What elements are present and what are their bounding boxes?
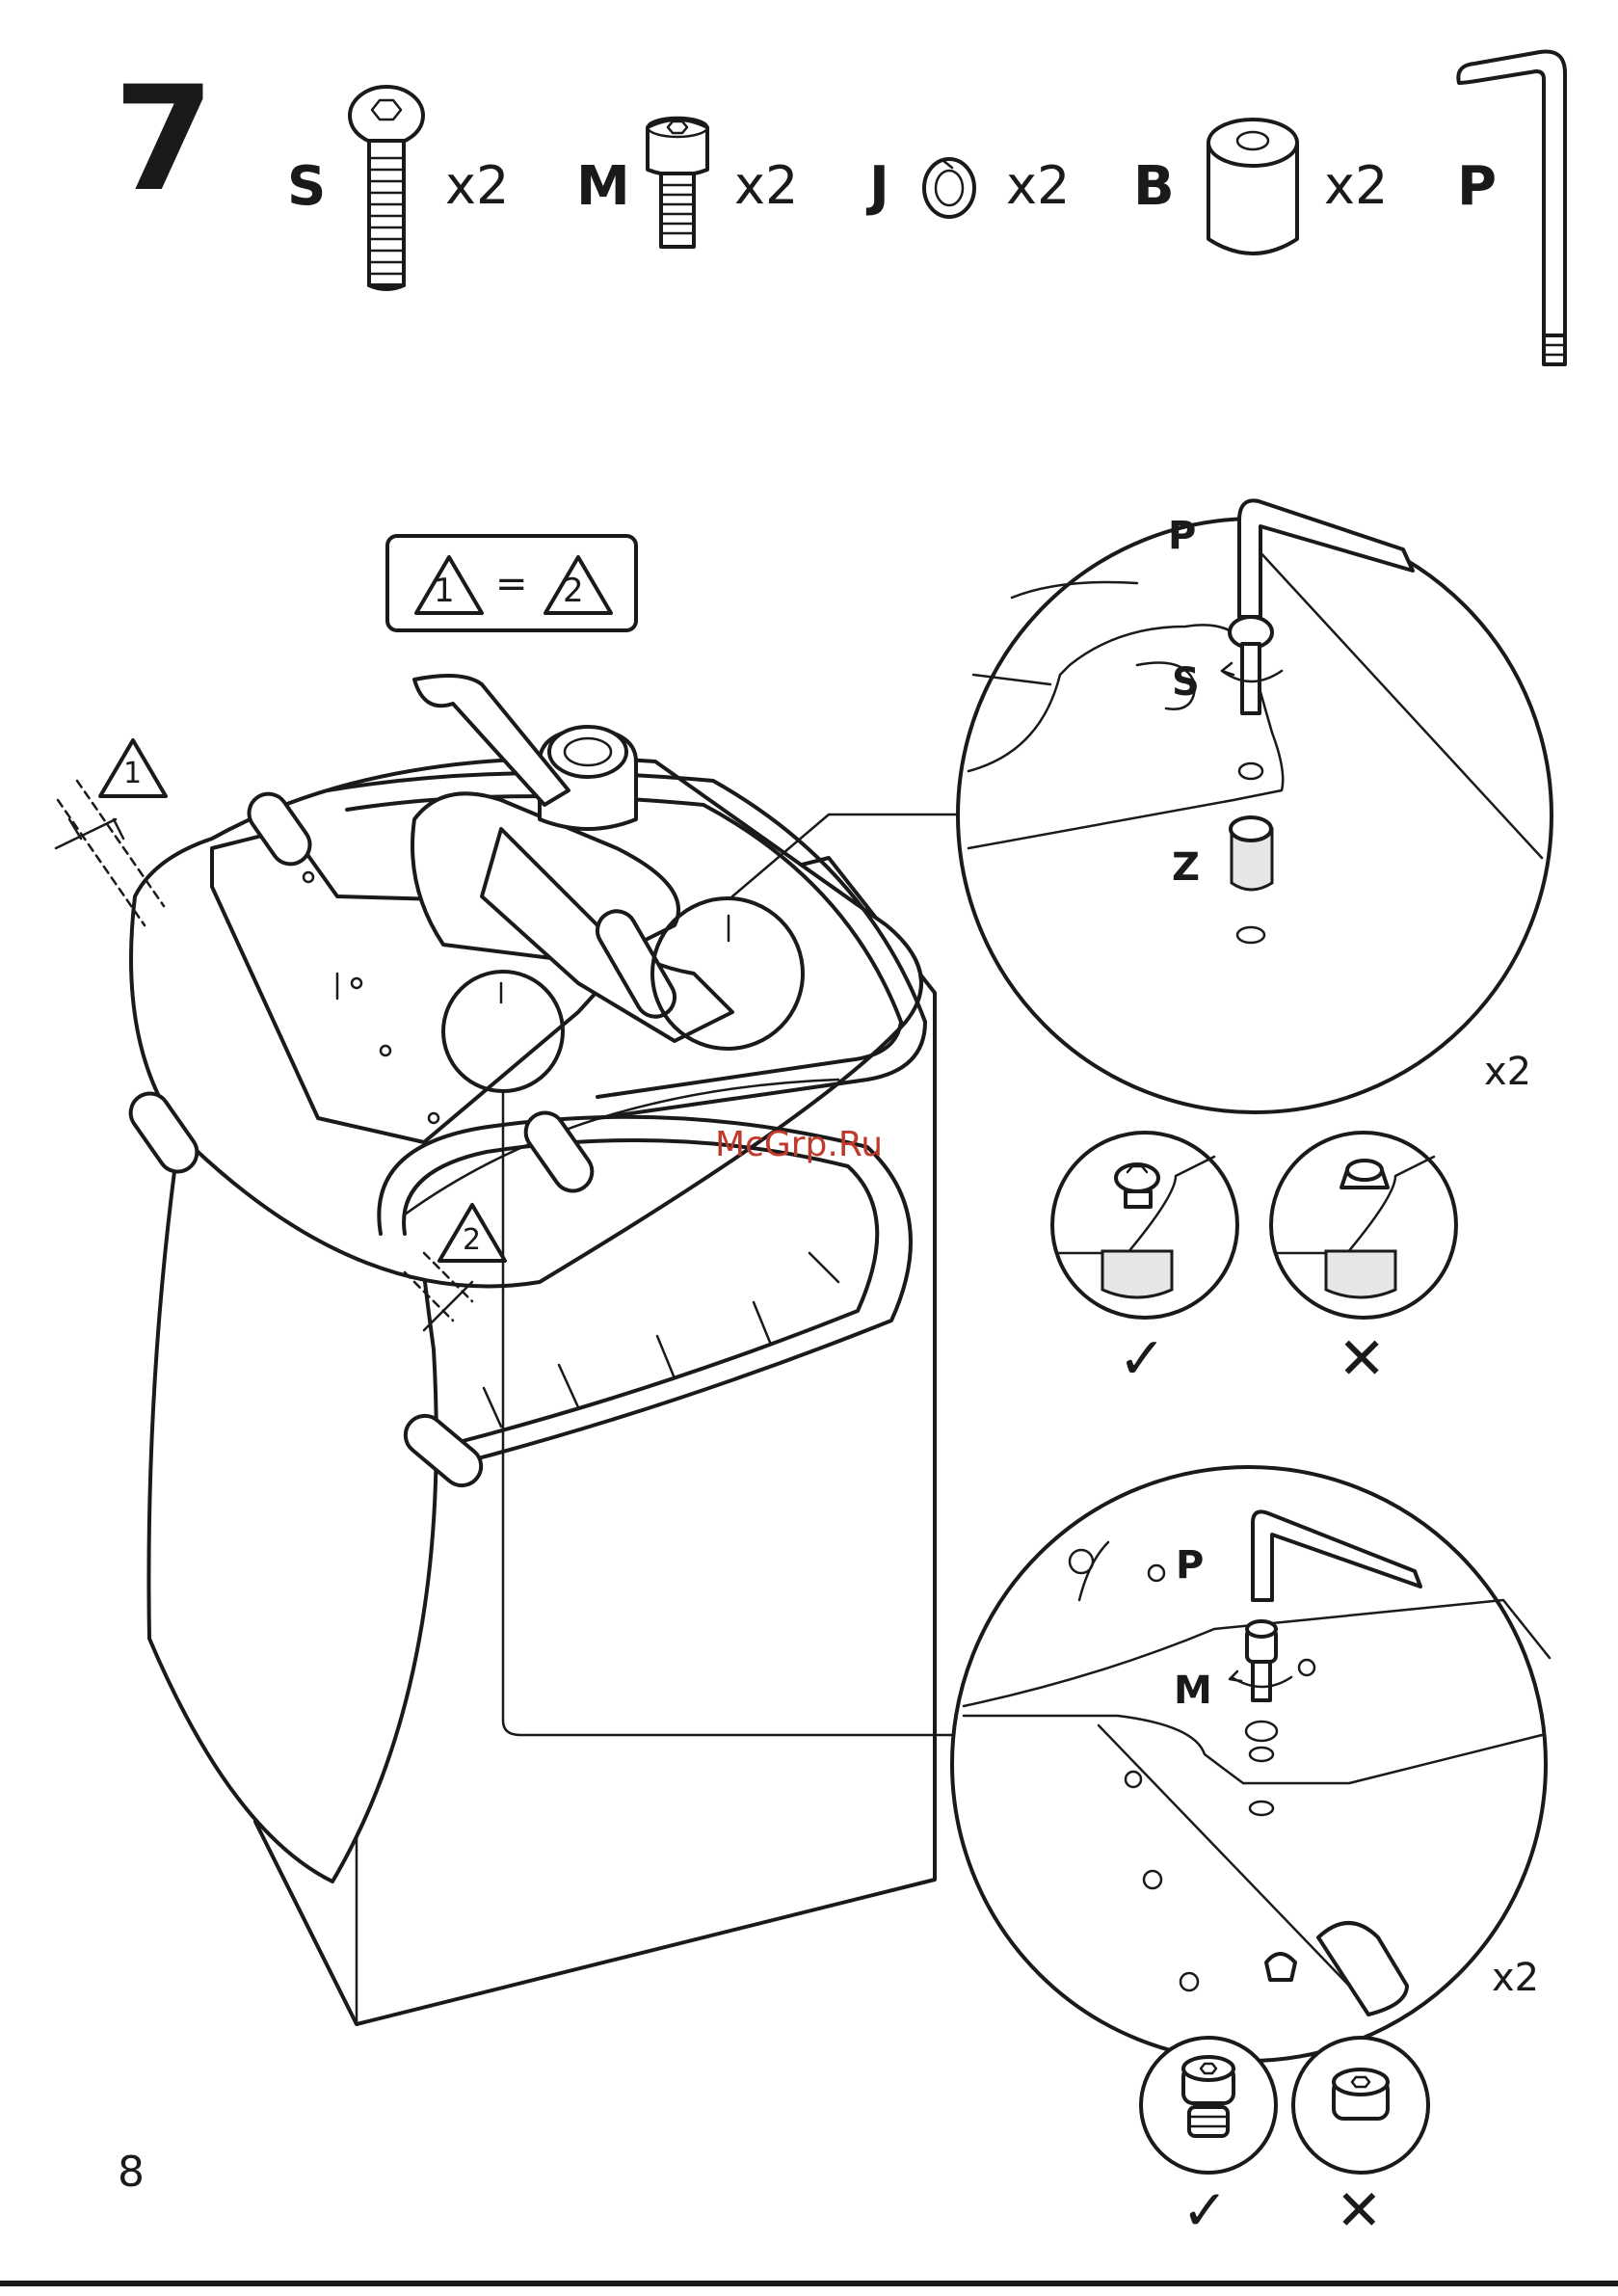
bottom-rule bbox=[0, 2281, 1618, 2286]
bottom-check-mark: ✓ bbox=[1181, 2182, 1229, 2238]
bottom-cross-mark: ✕ bbox=[1336, 2182, 1383, 2238]
page-number: 8 bbox=[118, 2151, 145, 2194]
